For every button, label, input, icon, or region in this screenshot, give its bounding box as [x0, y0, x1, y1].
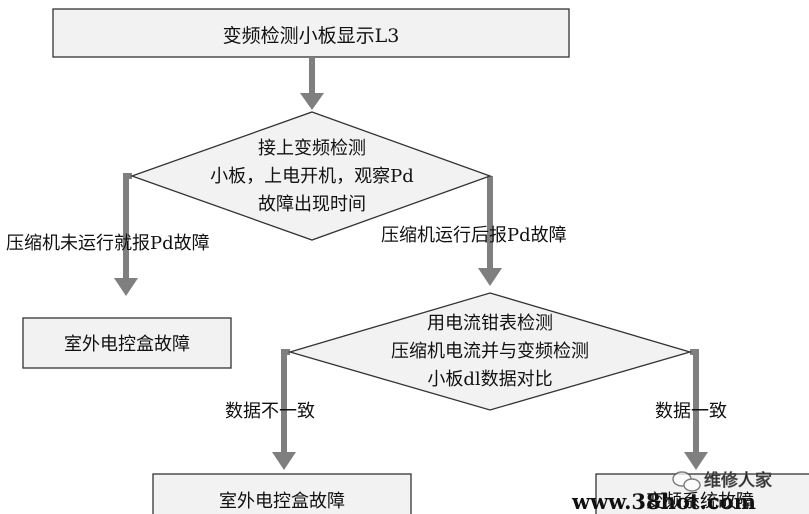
- mid-result-box: [152, 473, 412, 514]
- start-label: 变频检测小板显示L3: [223, 25, 400, 47]
- watermark-brand: 维修人家: [704, 471, 772, 491]
- decision1-line-3: 故障出现时间: [258, 194, 366, 215]
- edge-decision1-to-left-result: [123, 173, 132, 278]
- connectors: [114, 58, 708, 470]
- decision1-diamond: [130, 111, 492, 241]
- watermark: 维修人家 www.38hot.com: [571, 471, 772, 514]
- left-result-label: 室外电控盒故障: [64, 334, 190, 355]
- start-node: 变频检测小板显示L3: [52, 8, 570, 58]
- edge-label-match: 数据一致: [655, 401, 727, 422]
- edge-label-mismatch: 数据不一致: [225, 401, 315, 422]
- arrowhead: [114, 278, 138, 296]
- arrowhead: [300, 93, 324, 110]
- decision2-line-3: 小板dl数据对比: [427, 369, 552, 390]
- decision2-diamond: [287, 292, 693, 411]
- edge-label-left-branch: 压缩机未运行就报Pd故障: [6, 233, 210, 254]
- arrowhead: [478, 268, 502, 286]
- left-result-node: 室外电控盒故障: [22, 317, 232, 369]
- chat-bubble-icon: [672, 471, 701, 492]
- arrowhead: [272, 452, 296, 470]
- watermark-site: www.38hot.com: [571, 489, 756, 514]
- decision1-line-1: 接上变频检测: [258, 138, 366, 159]
- mid-result-label: 室外电控盒故障: [219, 491, 345, 512]
- right-result-box: [595, 473, 809, 514]
- right-result-label: 变频系统故障: [646, 491, 754, 512]
- edge-label-right-branch: 压缩机运行后报Pd故障: [381, 225, 567, 246]
- arrowhead: [684, 452, 708, 470]
- decision1-line-2: 小板，上电开机，观察Pd: [210, 166, 414, 187]
- mid-result-node: 室外电控盒故障: [152, 473, 412, 514]
- start-box: [52, 8, 570, 58]
- decision2-line-2: 压缩机电流并与变频检测: [391, 341, 589, 362]
- right-result-node: 变频系统故障: [595, 473, 809, 514]
- decision2-line-1: 用电流钳表检测: [427, 313, 553, 334]
- left-result-box: [22, 317, 232, 369]
- decision1-node: 接上变频检测 小板，上电开机，观察Pd 故障出现时间: [130, 111, 492, 241]
- decision2-node: 用电流钳表检测 压缩机电流并与变频检测 小板dl数据对比: [287, 292, 693, 411]
